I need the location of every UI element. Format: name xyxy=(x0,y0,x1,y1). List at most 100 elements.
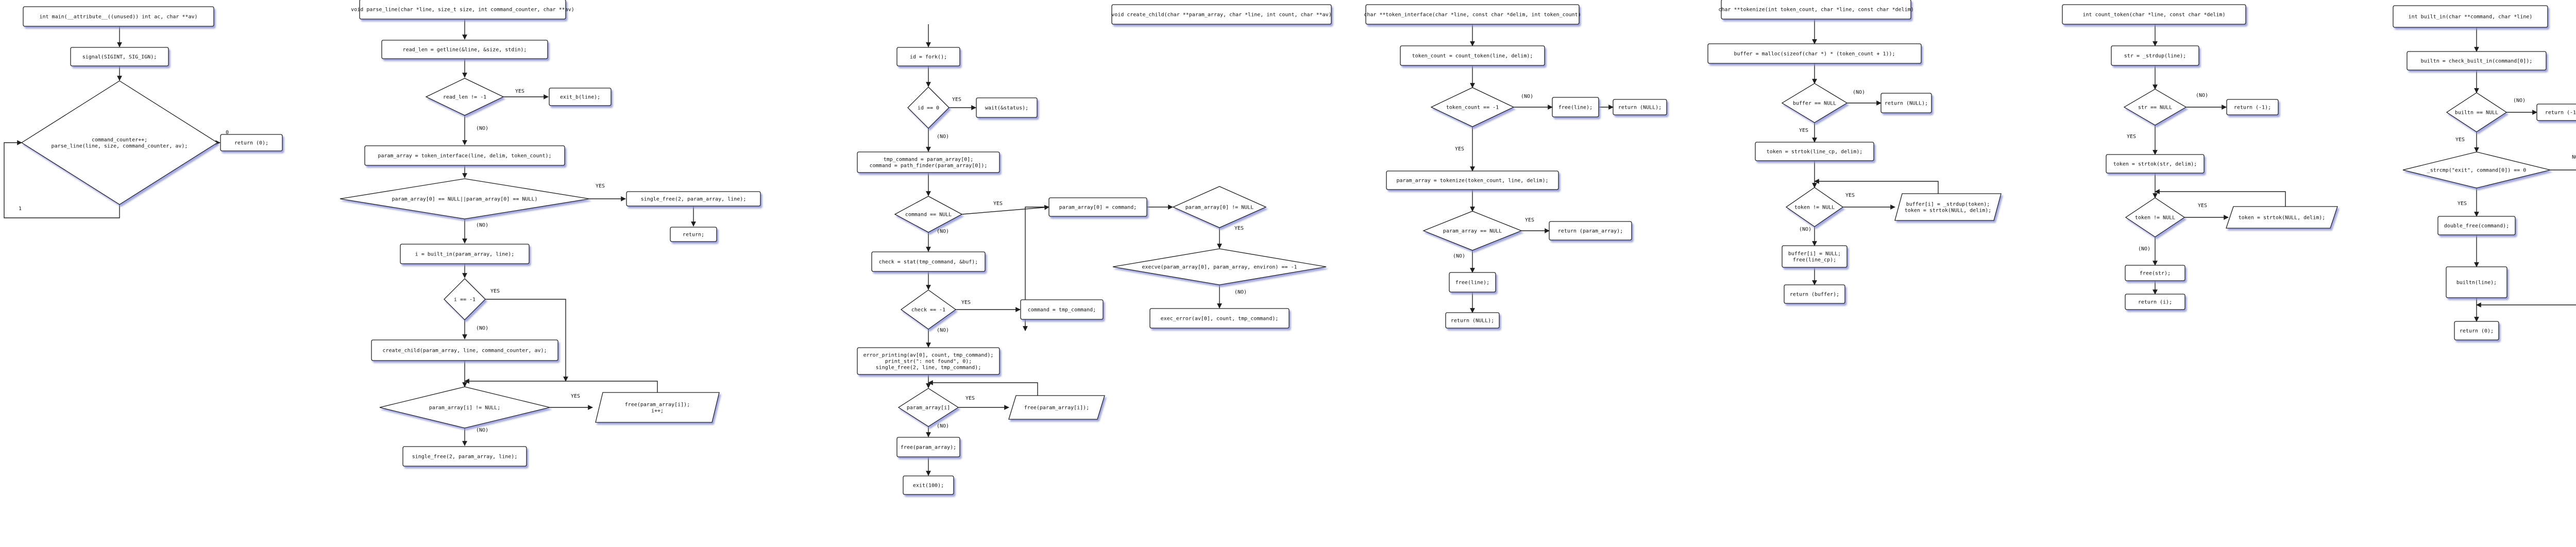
chart-2-edge-label: (NO) xyxy=(476,223,488,228)
process-node-b7: single_free(2, param_array, line); xyxy=(626,191,761,207)
chart-3-edge-label: YES xyxy=(961,300,971,305)
process-node-f9-shape xyxy=(2125,294,2185,310)
process-node-b9-shape xyxy=(400,244,530,264)
loop-body-node-e7-text: token = strtok(NULL, delim); xyxy=(1905,208,1992,214)
decision-node-c15: param_array[i] xyxy=(897,388,959,427)
chart-6-edge-7 xyxy=(2155,189,2286,207)
chart-3-edge-label: YES xyxy=(965,396,975,401)
process-node-d9-text: free(line); xyxy=(1455,280,1489,286)
chart-6-title-node-text: int count_token(char *line, const char *… xyxy=(2083,12,2226,18)
process-node-a2-text: signal(SIGINT, SIG_IGN); xyxy=(82,55,157,60)
process-node-b4-shape xyxy=(549,88,612,106)
chart-5-edge-label: YES xyxy=(1799,128,1808,133)
decision-node-f3-text: str == NULL xyxy=(2138,105,2172,111)
process-node-e4-shape xyxy=(1880,93,1932,113)
loop-body-node-f7-shape xyxy=(2226,206,2338,229)
decision-node-f3: str == NULL xyxy=(2123,89,2187,126)
process-node-c4-text: wait(&status); xyxy=(985,106,1028,111)
process-node-c17: free(param_array); xyxy=(896,437,960,457)
process-node-f9: return (i); xyxy=(2125,294,2185,310)
decision-node-b6: param_array[0] == NULL||param_array[0] =… xyxy=(340,178,590,219)
chart-4-edge-label: YES xyxy=(1455,146,1464,152)
process-node-e8: buffer[i] = NULL;free(line_cp); xyxy=(1782,245,1848,268)
chart-1-edge-4 xyxy=(4,140,120,218)
loop-body-node-b13: free(param_array[i]);i++; xyxy=(595,392,720,423)
decision-node-c9: execve(param_array[0], param_array, envi… xyxy=(1112,248,1327,285)
nodes-layer: int main(__attribute__((unused)) int ac,… xyxy=(21,0,2576,495)
chart-3-edge-17 xyxy=(928,380,1038,396)
decision-node-b10-text: i == -1 xyxy=(454,297,476,303)
process-node-c2: id = fork(); xyxy=(896,47,960,66)
chart-7-edge-label: (NO) xyxy=(2513,98,2526,104)
chart-5-title-node-text: char **tokenize(int token_count, char *l… xyxy=(1718,7,1913,13)
decision-node-c15-text: param_array[i] xyxy=(907,405,950,411)
process-node-b5: param_array = token_interface(line, deli… xyxy=(364,145,565,166)
process-node-c18-shape xyxy=(903,475,954,495)
chart-6-title-node-shape xyxy=(2062,4,2246,25)
decision-node-b12: param_array[i] != NULL; xyxy=(379,386,550,429)
chart-3-edge-13 xyxy=(1023,207,1049,331)
process-node-g2-text: builtn = check_built_in(command[0]); xyxy=(2421,59,2533,64)
chart-4-title-node-shape xyxy=(1365,4,1580,25)
chart-6-edge-label: (NO) xyxy=(2196,93,2208,98)
process-node-g6: double_free(command); xyxy=(2437,216,2516,235)
chart-1-title-node: int main(__attribute__((unused)) int ac,… xyxy=(23,6,214,27)
loop-body-node-f7: token = strtok(NULL, delim); xyxy=(2226,206,2338,229)
chart-7-edge-label: NO xyxy=(2572,155,2576,160)
decision-node-c12-text: check == -1 xyxy=(911,307,945,313)
decision-node-e3: buffer == NULL xyxy=(1781,83,1848,123)
process-node-b14-text: single_free(2, param_array, line); xyxy=(412,454,518,460)
chart-3-edge-6 xyxy=(961,204,1049,215)
process-node-e5-text: token = strtok(line_cp, delim); xyxy=(1767,149,1863,155)
chart-2-edge-10 xyxy=(485,299,568,382)
process-node-f8-shape xyxy=(2125,265,2185,281)
decision-node-b3: read_len != -1 xyxy=(425,78,504,116)
process-node-g6-shape xyxy=(2437,216,2516,235)
chart-1-title-node-text: int main(__attribute__((unused)) int ac,… xyxy=(39,14,197,20)
decision-node-f6: token != NULL xyxy=(2125,197,2185,237)
process-node-g6-text: double_free(command); xyxy=(2444,224,2509,229)
chart-5-edge-label: YES xyxy=(1845,193,1855,198)
process-node-e5-shape xyxy=(1755,142,1874,161)
process-node-a4-text: return (0); xyxy=(234,141,268,146)
process-node-g7: builtn(line); xyxy=(2446,266,2507,298)
chart-4-edge-label: (NO) xyxy=(1521,94,1533,99)
process-node-d9-shape xyxy=(1449,272,1496,293)
chart-4-title-node-text: char **token_interface(char *line, const… xyxy=(1364,12,1581,18)
decision-node-d3-shape xyxy=(1430,87,1515,127)
process-node-c10-text: exec_error(av[0], count, tmp_command); xyxy=(1161,316,1279,322)
chart-7-edge-6 xyxy=(2476,169,2576,307)
process-node-d8-shape xyxy=(1549,221,1632,241)
process-node-e5: token = strtok(line_cp, delim); xyxy=(1755,142,1874,161)
process-node-b11-text: create_child(param_array, line, command_… xyxy=(382,348,547,354)
chart-4-edge-label: (NO) xyxy=(1453,253,1465,259)
loop-body-node-c16: free(param_array[i]); xyxy=(1008,395,1105,420)
decision-node-a3-shape xyxy=(21,80,218,205)
loop-body-node-c16-shape xyxy=(1008,395,1105,420)
decision-node-b3-shape xyxy=(425,78,504,116)
process-node-f8-text: free(str); xyxy=(2140,271,2171,277)
process-node-b2: read_len = getline(&line, &size, stdin); xyxy=(381,40,548,59)
process-node-f2: str = _strdup(line); xyxy=(2111,45,2199,66)
process-node-b2-shape xyxy=(381,40,548,59)
process-node-c17-text: free(param_array); xyxy=(901,445,956,451)
process-node-c5-text: command = path_finder(param_array[0]); xyxy=(870,163,988,169)
process-node-c13-shape xyxy=(1020,299,1104,320)
chart-5-title-node: char **tokenize(int token_count, char *l… xyxy=(1718,0,1914,20)
decision-node-e3-text: buffer == NULL xyxy=(1793,101,1836,107)
process-node-d5-shape xyxy=(1613,99,1667,115)
chart-7-title-node-text: int built_in(char **command, char *line) xyxy=(2409,14,2533,20)
process-node-d2-shape xyxy=(1400,45,1545,66)
process-node-c18-text: exit(100); xyxy=(913,483,944,489)
chart-4-edge-label: YES xyxy=(1525,217,1534,223)
decision-node-d3: token_count == -1 xyxy=(1430,87,1515,127)
process-node-b7-text: single_free(2, param_array, line); xyxy=(641,197,747,202)
decision-node-e3-shape xyxy=(1781,83,1848,123)
process-node-c11: check = stat(tmp_command, &buf); xyxy=(871,251,986,272)
process-node-d6-text: param_array = tokenize(token_count, line… xyxy=(1396,178,1548,184)
decision-node-a3: command_counter++;parse_line(line, size,… xyxy=(21,80,218,205)
decision-node-c9-shape xyxy=(1112,248,1327,285)
process-node-a4-shape xyxy=(220,134,283,151)
process-node-e8-text: free(line_cp); xyxy=(1793,258,1836,263)
process-node-g4: return (-1); xyxy=(2536,104,2576,121)
